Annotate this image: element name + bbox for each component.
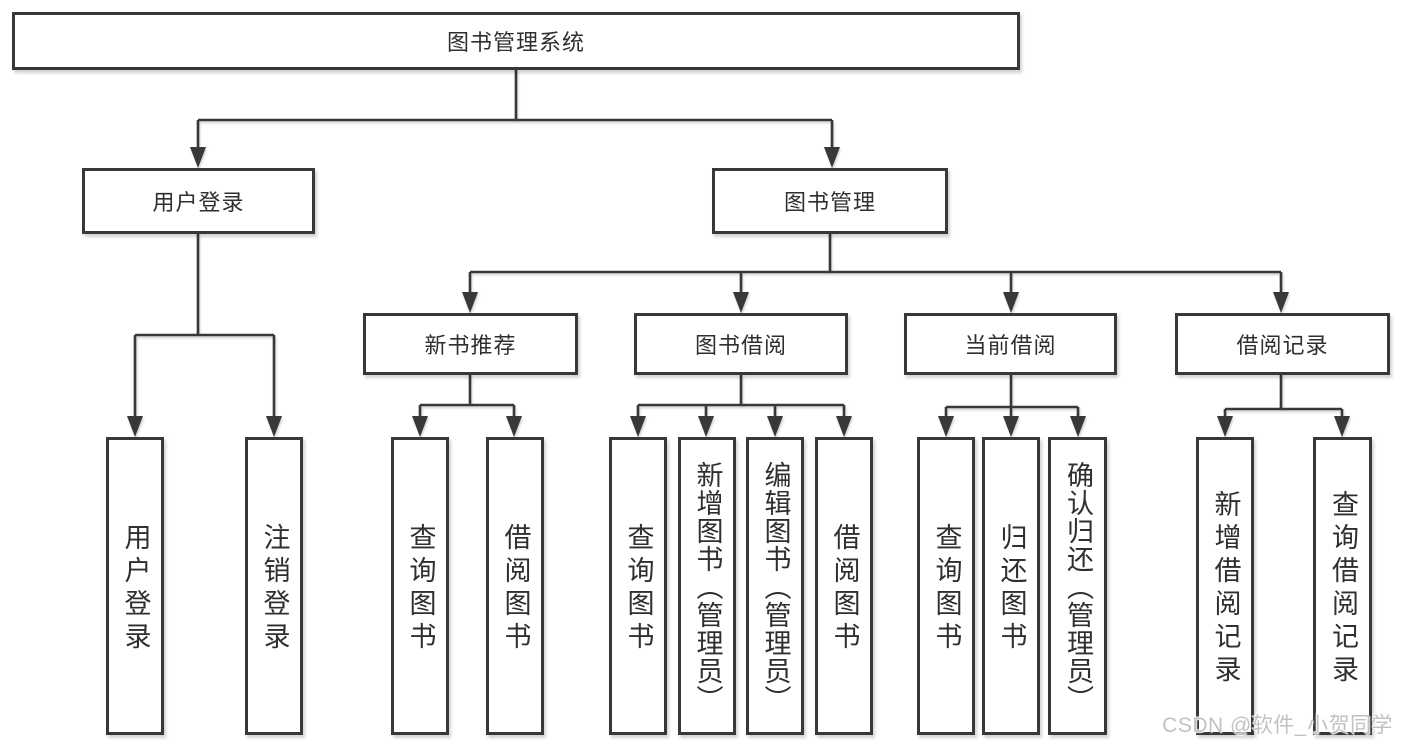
node-root: 图书管理系统 [12,12,1020,70]
node-borrowing-records: 借阅记录 [1175,313,1390,375]
node-new-book-recommendation: 新书推荐 [363,313,578,375]
node-current-borrowing: 当前借阅 [904,313,1117,375]
leaf-borrowing-borrow-books: 借阅图书 [815,437,873,735]
leaf-current-confirm-return-admin: 确认归还（管理员） [1048,437,1107,735]
leaf-current-query-books: 查询图书 [917,437,975,735]
leaf-records-add-record: 新增借阅记录 [1196,437,1254,735]
leaf-user-login: 用户登录 [106,437,164,735]
leaf-current-return-books: 归还图书 [982,437,1040,735]
leaf-logout: 注销登录 [245,437,303,735]
node-book-management: 图书管理 [712,168,948,234]
watermark-text: CSDN @软件_小贺同学 [1162,714,1393,737]
node-user-login: 用户登录 [82,168,315,234]
leaf-borrowing-query-books: 查询图书 [609,437,667,735]
leaf-recommend-query-books: 查询图书 [391,437,449,735]
node-book-borrowing: 图书借阅 [634,313,848,375]
leaf-borrowing-edit-books-admin: 编辑图书（管理员） [746,437,804,735]
leaf-borrowing-add-books-admin: 新增图书（管理员） [678,437,736,735]
leaf-records-query-record: 查询借阅记录 [1313,437,1372,735]
leaf-recommend-borrow-books: 借阅图书 [486,437,544,735]
